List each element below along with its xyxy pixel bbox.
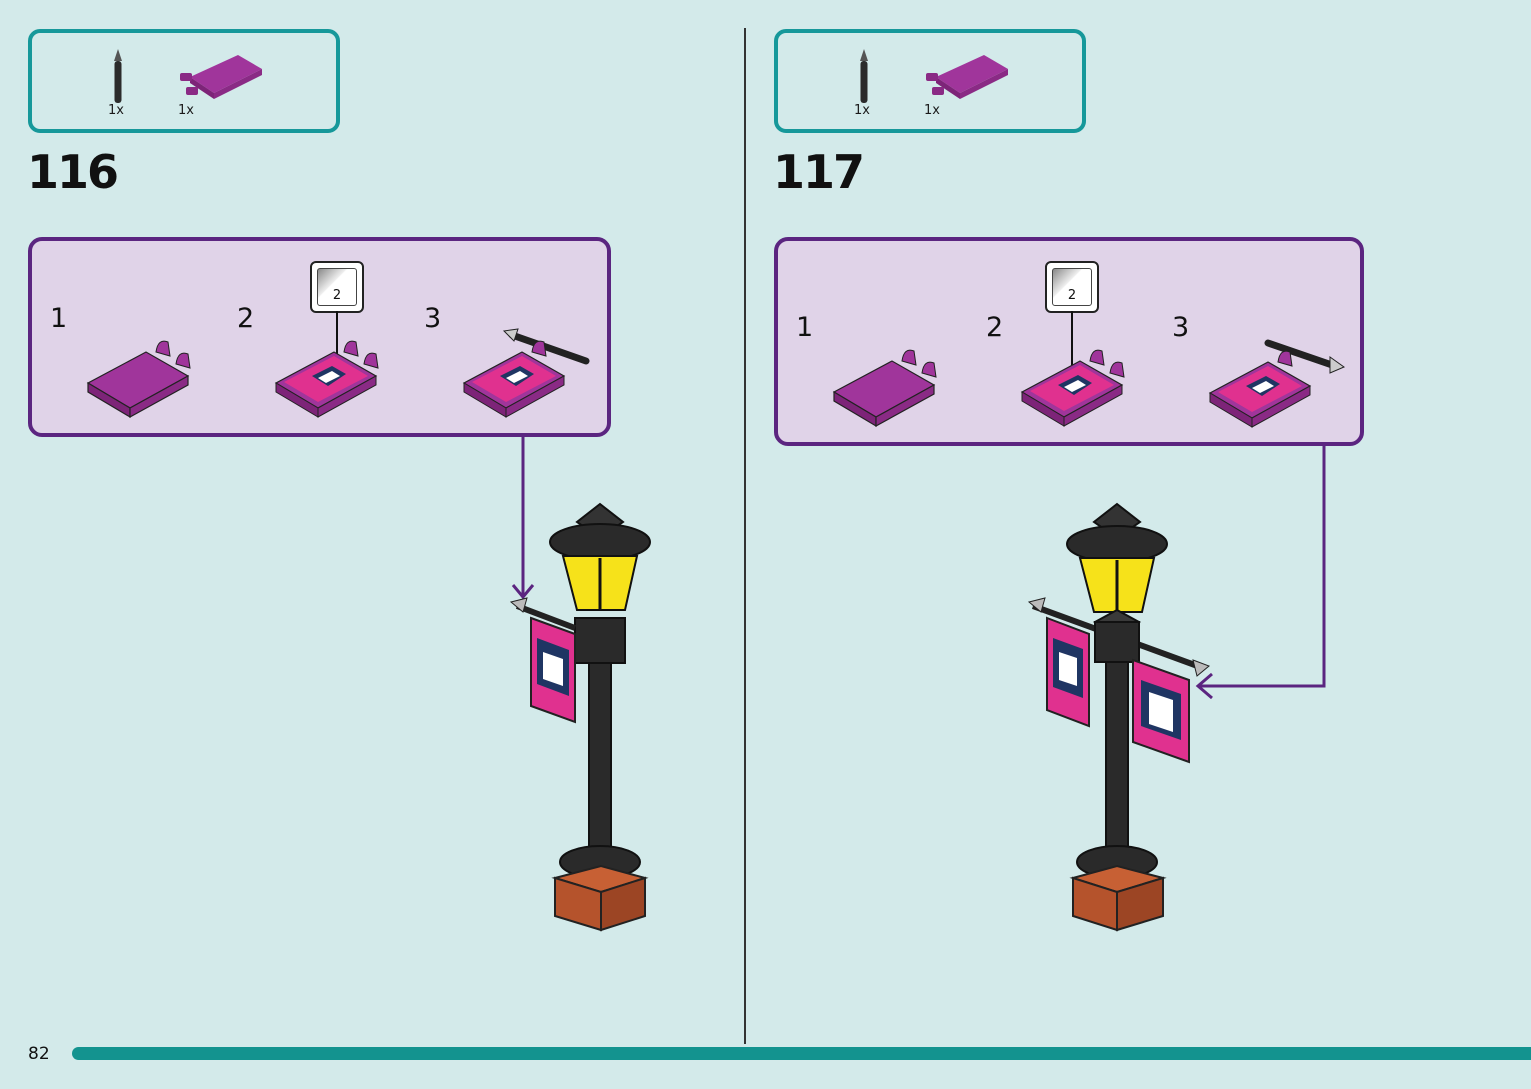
lamp-post-icon — [1027, 502, 1210, 932]
flag-tile-piece-icon — [926, 55, 1008, 99]
flag-tile-piece-icon — [180, 55, 262, 99]
substep-label: 1 — [50, 303, 68, 334]
page-number: 82 — [28, 1044, 50, 1064]
assembly-arrow — [1195, 446, 1326, 700]
substep-label: 3 — [1172, 312, 1190, 343]
substep-box-116: 1 2 2 3 — [28, 237, 611, 437]
substep-label: 2 — [986, 312, 1004, 343]
page-divider — [744, 28, 746, 1044]
progress-bar — [72, 1047, 1531, 1060]
substep-box-117: 1 2 2 3 — [774, 237, 1364, 446]
sticker-reference: 2 — [310, 261, 364, 313]
sticker-reference: 2 — [1045, 261, 1099, 313]
step-number-116: 116 — [27, 145, 119, 199]
bar-piece-icon — [860, 49, 868, 103]
lamp-post-icon — [509, 502, 651, 932]
substep-label: 1 — [796, 312, 814, 343]
part-qty: 1x — [178, 103, 194, 118]
parts-list-116: 1x 1x — [28, 29, 340, 133]
sticker-pointer-line — [336, 311, 338, 357]
flag-with-bar-icon — [1208, 339, 1346, 428]
part-qty: 1x — [924, 103, 940, 118]
flag-with-bar-icon — [462, 328, 590, 418]
bar-piece-icon — [114, 49, 122, 103]
part-qty: 1x — [854, 103, 870, 118]
stickered-flag-icon — [274, 340, 379, 418]
part-qty: 1x — [108, 103, 124, 118]
parts-list-117: 1x 1x — [774, 29, 1086, 133]
step-number-117: 117 — [773, 145, 865, 199]
flag-tile-icon — [832, 349, 937, 428]
sticker-pointer-line — [1071, 311, 1073, 365]
substep-label: 3 — [424, 303, 442, 334]
substep-label: 2 — [237, 303, 255, 334]
assembly-arrow — [511, 437, 535, 600]
stickered-flag-icon — [1020, 349, 1125, 427]
flag-tile-icon — [86, 340, 191, 419]
